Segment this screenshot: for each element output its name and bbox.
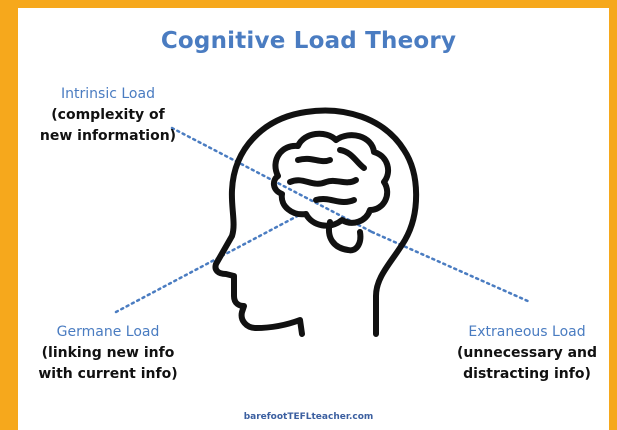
label-extraneous-load: Extraneous Load (unnecessary and distrac… — [452, 322, 602, 385]
brain-fold-2 — [287, 177, 359, 187]
brain-fold-3 — [337, 147, 367, 171]
brain-fold-1 — [295, 155, 333, 165]
connector-extraneous — [370, 230, 532, 304]
brain-outline — [270, 130, 392, 229]
germane-load-desc-line2: with current info) — [38, 366, 178, 382]
head-brain-icon — [212, 107, 420, 337]
brain-stem — [326, 219, 364, 254]
intrinsic-load-name: Intrinsic Load — [61, 86, 155, 102]
label-intrinsic-load: Intrinsic Load (complexity of new inform… — [38, 84, 178, 147]
connector-germane — [114, 210, 307, 314]
intrinsic-load-desc-line1: (complexity of — [51, 107, 165, 123]
frame-border-top — [0, 0, 617, 8]
extraneous-load-desc-line1: (unnecessary and — [456, 345, 598, 361]
germane-load-desc-line1: (linking new info — [41, 345, 175, 361]
extraneous-load-name: Extraneous Load — [468, 324, 586, 340]
footer-credit: barefootTEFLteacher.com — [243, 412, 374, 422]
diagram-title: Cognitive Load Theory — [160, 28, 457, 54]
label-germane-load: Germane Load (linking new info with curr… — [38, 322, 178, 385]
frame-border-right — [609, 0, 617, 430]
intrinsic-load-desc-line2: new information) — [39, 128, 177, 144]
extraneous-load-desc-line2: distracting info) — [463, 366, 591, 382]
brain-fold-4 — [313, 196, 357, 205]
frame-border-left — [0, 0, 18, 430]
head-outline — [212, 107, 420, 337]
connector-intrinsic — [170, 126, 374, 234]
germane-load-name: Germane Load — [56, 324, 160, 340]
